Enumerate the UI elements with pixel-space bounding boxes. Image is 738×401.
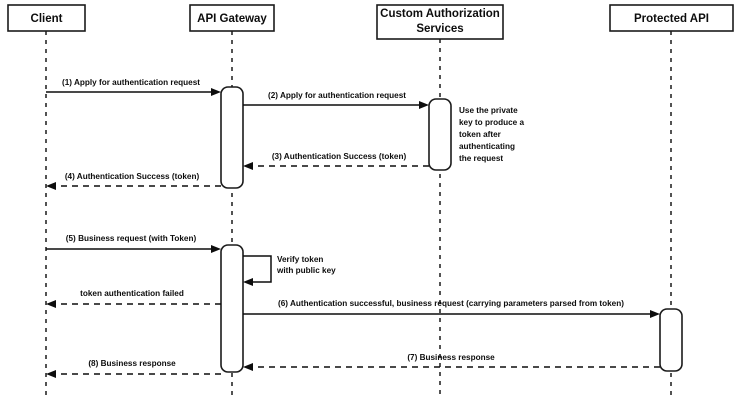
message-token-authentication-failed-label: token authentication failed [80, 289, 184, 298]
self-message-verify-token-arrowhead [243, 278, 253, 286]
note-private-key-line-5: the request [459, 154, 503, 163]
message-1[interactable]: (1) Apply for authentication request [46, 78, 221, 96]
note-private-key-line-1: Use the private [459, 106, 518, 115]
message-4-arrowhead [46, 182, 56, 190]
message-3[interactable]: (3) Authentication Success (token) [243, 152, 429, 170]
note-private-key: Use the private key to produce a token a… [459, 106, 525, 163]
message-4-label: (4) Authentication Success (token) [65, 172, 200, 181]
participant-label-api-gateway: API Gateway [197, 13, 267, 25]
participant-box-client[interactable] [7, 4, 86, 32]
message-8[interactable]: (8) Business response [46, 359, 221, 378]
activation-bar-protected-api [659, 308, 683, 372]
message-7-label: (7) Business response [407, 353, 495, 362]
message-1-label: (1) Apply for authentication request [62, 78, 200, 87]
message-7-arrowhead [243, 363, 253, 371]
activation-bar-api-gateway-business [220, 244, 244, 373]
participant-box-protected-api[interactable] [609, 4, 734, 32]
message-2-label: (2) Apply for authentication request [268, 91, 406, 100]
message-3-label: (3) Authentication Success (token) [272, 152, 407, 161]
activation-bar-api-gateway-auth [220, 86, 244, 189]
message-2[interactable]: (2) Apply for authentication request [243, 91, 429, 109]
message-1-arrowhead [211, 88, 221, 96]
message-8-label: (8) Business response [88, 359, 176, 368]
message-6-arrowhead [650, 310, 660, 318]
message-5-arrowhead [211, 245, 221, 253]
participant-label-client: Client [31, 13, 63, 25]
note-private-key-line-2: key to produce a [459, 118, 525, 127]
message-5[interactable]: (5) Business request (with Token) [46, 234, 221, 253]
participant-label-custom-authorization-services-line1: Custom Authorization [380, 8, 500, 20]
self-message-verify-token-label-line2: with public key [276, 266, 336, 275]
message-8-arrowhead [46, 370, 56, 378]
message-7[interactable]: (7) Business response [243, 353, 660, 371]
message-token-authentication-failed[interactable]: token authentication failed [46, 289, 221, 308]
message-5-label: (5) Business request (with Token) [66, 234, 197, 243]
participant-box-api-gateway[interactable] [189, 4, 275, 32]
self-message-verify-token[interactable]: Verify token with public key [243, 255, 336, 286]
self-message-verify-token-label-line1: Verify token [277, 255, 323, 264]
message-6[interactable]: (6) Authentication successful, business … [243, 299, 660, 318]
note-private-key-line-4: authenticating [459, 142, 515, 151]
message-4[interactable]: (4) Authentication Success (token) [46, 172, 221, 190]
message-3-arrowhead [243, 162, 253, 170]
participant-label-custom-authorization-services-line2: Services [416, 23, 463, 35]
message-token-authentication-failed-arrowhead [46, 300, 56, 308]
participant-label-protected-api: Protected API [634, 13, 709, 25]
message-2-arrowhead [419, 101, 429, 109]
self-message-verify-token-path [243, 255, 272, 283]
activation-bar-custom-authorization-services [428, 98, 452, 171]
participant-box-custom-authorization-services[interactable] [376, 4, 504, 40]
message-6-label: (6) Authentication successful, business … [278, 299, 624, 308]
note-private-key-line-3: token after [459, 130, 502, 139]
